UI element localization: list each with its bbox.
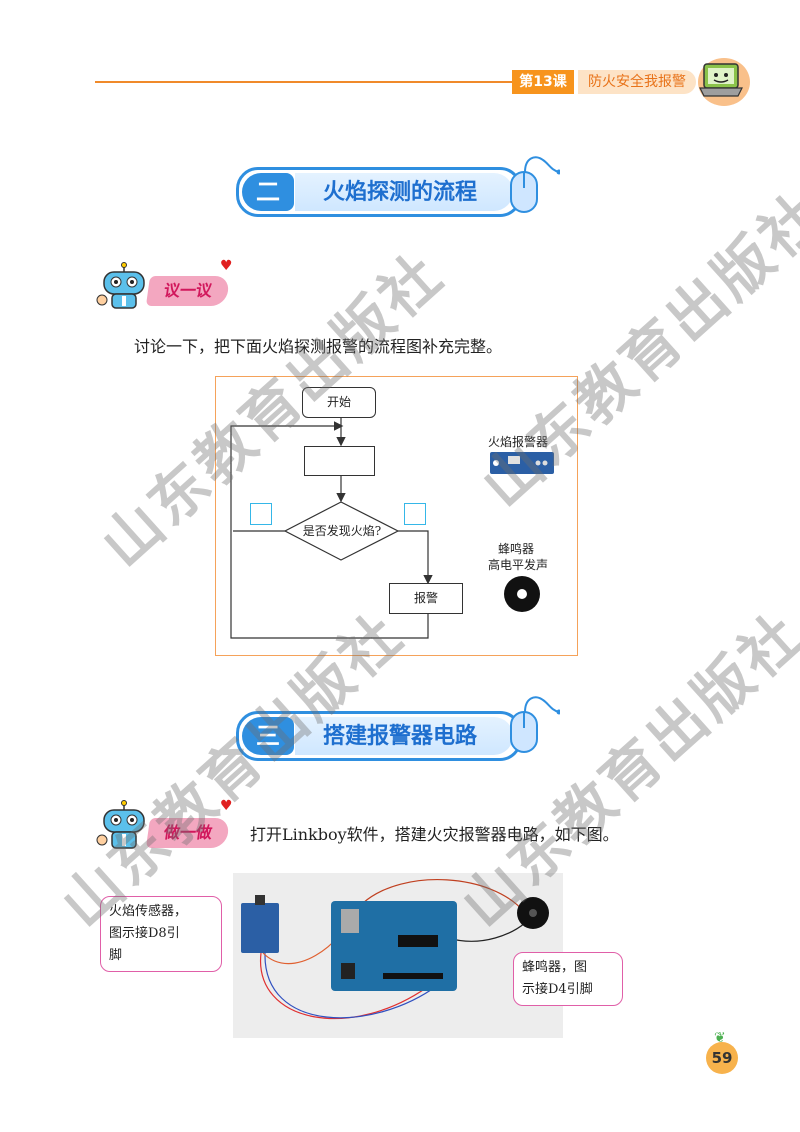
section-title: 搭建报警器电路 (323, 723, 478, 749)
heart-icon: ♥ (220, 258, 233, 274)
robot-mascot-icon (96, 800, 145, 849)
section-banner-3: 三 搭建报警器电路 (236, 711, 522, 761)
flame-sensor-module (241, 903, 279, 953)
callout-buzzer: 蜂鸣器，图 示接D4引脚 (513, 952, 623, 1006)
sensor-label: 火焰报警器 (488, 435, 549, 449)
flow-blank-step[interactable] (304, 446, 375, 476)
section-number: 三 (242, 717, 294, 755)
robot-mascot-icon (96, 262, 145, 309)
flowchart-frame (215, 376, 578, 656)
section-number: 二 (242, 173, 294, 211)
heart-icon: ♥ (220, 798, 233, 814)
buzzer-icon (504, 576, 540, 612)
section-title: 火焰探测的流程 (323, 179, 478, 205)
discuss-badge: 议一议 (145, 276, 231, 306)
mouse-icon (510, 696, 560, 753)
section-banner-2: 二 火焰探测的流程 (236, 167, 522, 217)
flow-alarm: 报警 (389, 583, 463, 614)
callout-flame-sensor: 火焰传感器， 图示接D8引 脚 (100, 896, 222, 972)
mouse-icon (510, 156, 560, 213)
page-number: 59 (706, 1042, 738, 1074)
arduino-board (331, 901, 457, 991)
buzzer-label-1: 蜂鸣器 (498, 542, 535, 556)
circuit-drawing (241, 879, 549, 1020)
watermark: 山东教育出版社 (468, 179, 800, 521)
flowchart-connectors (230, 418, 433, 639)
flow-decision-label: 是否发现火焰? (302, 524, 382, 538)
discuss-instruction: 讨论一下，把下面火焰探测报警的流程图补充完整。 (134, 337, 503, 356)
flow-start: 开始 (302, 387, 376, 418)
answer-box-left[interactable] (250, 503, 272, 525)
answer-box-right[interactable] (404, 503, 426, 525)
lesson-title: 防火安全我报警 (578, 70, 696, 94)
buzzer-label-2: 高电平发声 (488, 558, 549, 572)
decision-diamond (283, 501, 400, 561)
lesson-number: 第13课 (512, 70, 574, 94)
flame-sensor-icon (490, 452, 554, 474)
laptop-mascot-icon (698, 58, 750, 106)
leaf-icon: ❦ (714, 1030, 726, 1046)
doit-instruction: 打开Linkboy软件，搭建火灾报警器电路，如下图。 (250, 825, 619, 844)
header-rule (95, 81, 515, 83)
